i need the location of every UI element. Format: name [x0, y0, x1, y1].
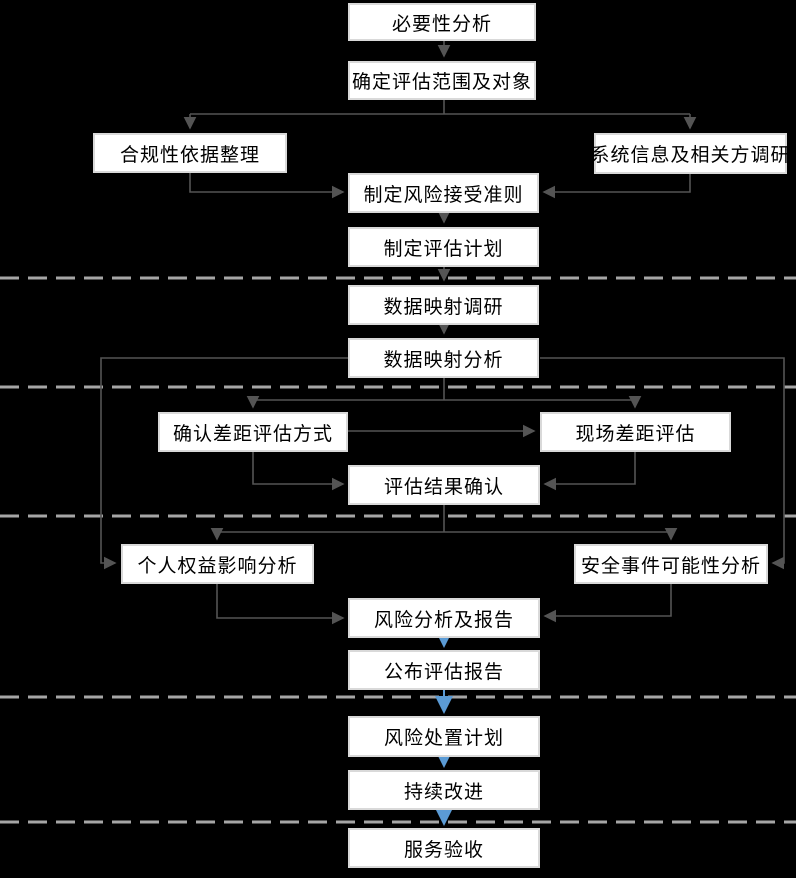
arrow-system-info-to-criteria	[542, 174, 691, 199]
node-onsite-gap-assessment: 现场差距评估	[540, 412, 731, 452]
arrow-incident-to-risk-report	[543, 584, 672, 623]
arrow-mapping-to-rights-impact	[100, 357, 348, 570]
arrow-onsite-to-result	[543, 452, 636, 491]
node-scope-and-objects: 确定评估范围及对象	[348, 61, 536, 100]
node-publish-assessment-report: 公布评估报告	[348, 650, 540, 690]
node-service-acceptance: 服务验收	[348, 828, 540, 868]
node-risk-treatment-plan: 风险处置计划	[348, 716, 540, 757]
arrow-compliance-to-criteria	[189, 173, 345, 199]
gray-connectors	[100, 40, 785, 625]
node-necessity-analysis: 必要性分析	[348, 3, 536, 41]
node-risk-acceptance-criteria: 制定风险接受准则	[348, 173, 539, 213]
node-data-mapping-analysis: 数据映射分析	[348, 338, 539, 378]
node-assessment-plan: 制定评估计划	[348, 227, 539, 267]
arrow-rights-to-risk-report	[216, 584, 345, 625]
node-security-incident-likelihood: 安全事件可能性分析	[574, 544, 768, 584]
arrow-method-to-result	[252, 452, 345, 491]
node-gap-assessment-method: 确认差距评估方式	[158, 412, 348, 452]
node-system-info-survey: 系统信息及相关方调研	[591, 133, 790, 174]
node-personal-rights-impact: 个人权益影响分析	[121, 544, 314, 584]
arrow-mapping-to-incident	[540, 357, 785, 570]
node-assessment-result-confirm: 评估结果确认	[348, 465, 540, 505]
node-risk-analysis-report: 风险分析及报告	[348, 598, 540, 638]
node-compliance-basis: 合规性依据整理	[93, 133, 287, 173]
node-continuous-improvement: 持续改进	[348, 770, 540, 810]
node-data-mapping-survey: 数据映射调研	[348, 285, 539, 325]
